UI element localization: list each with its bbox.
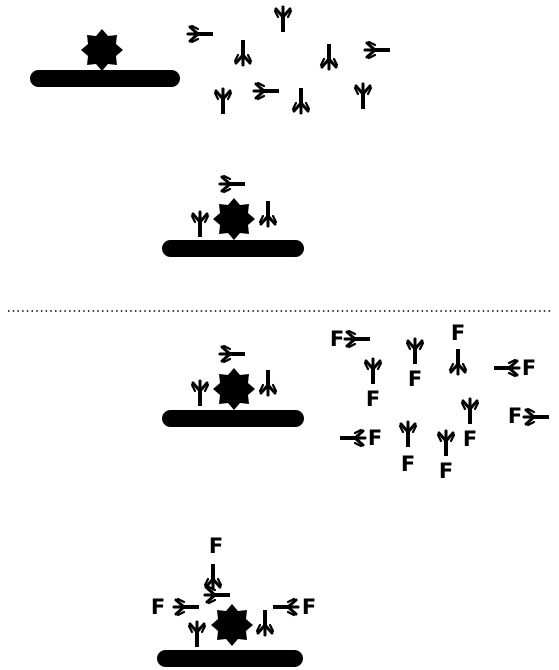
solid-surface-1 <box>30 70 180 87</box>
solid-surface-2 <box>162 240 304 257</box>
antigen-1 <box>81 29 123 71</box>
panel-labeled-secondary-antibodies-bound: F F F <box>151 534 316 667</box>
antigen-3 <box>213 368 255 410</box>
fluorophore-label: F <box>302 595 316 619</box>
fluorophore-label: F <box>366 387 380 411</box>
panel-capture-antigen-and-free-antibodies <box>30 5 392 116</box>
panel-labeled-secondary-antibodies-added: F F F F F F F F F F <box>162 321 551 483</box>
fluorophore-label: F <box>368 426 382 450</box>
fluorophore-label: F <box>522 356 536 380</box>
fluorophore-label: F <box>408 367 422 391</box>
fluorophore-label: F <box>209 534 223 558</box>
free-primary-antibodies-1 <box>186 5 392 116</box>
antigen-2 <box>213 198 255 240</box>
fluorophore-label: F <box>401 452 415 476</box>
fluorophore-label: F <box>330 327 344 351</box>
panel-primary-antibodies-bound <box>162 174 304 257</box>
solid-surface-3 <box>162 410 304 427</box>
free-labeled-secondary-antibodies: F F F F F F F F F F <box>330 321 551 483</box>
bound-labeled-secondary-antibodies: F F F <box>151 534 316 619</box>
fluorophore-label: F <box>508 404 522 428</box>
solid-surface-4 <box>157 650 303 667</box>
fluorophore-label: F <box>439 459 453 483</box>
fluorophore-label: F <box>463 427 477 451</box>
antigen-4 <box>211 604 253 646</box>
fluorophore-label: F <box>151 595 165 619</box>
fluorophore-label: F <box>451 321 465 345</box>
